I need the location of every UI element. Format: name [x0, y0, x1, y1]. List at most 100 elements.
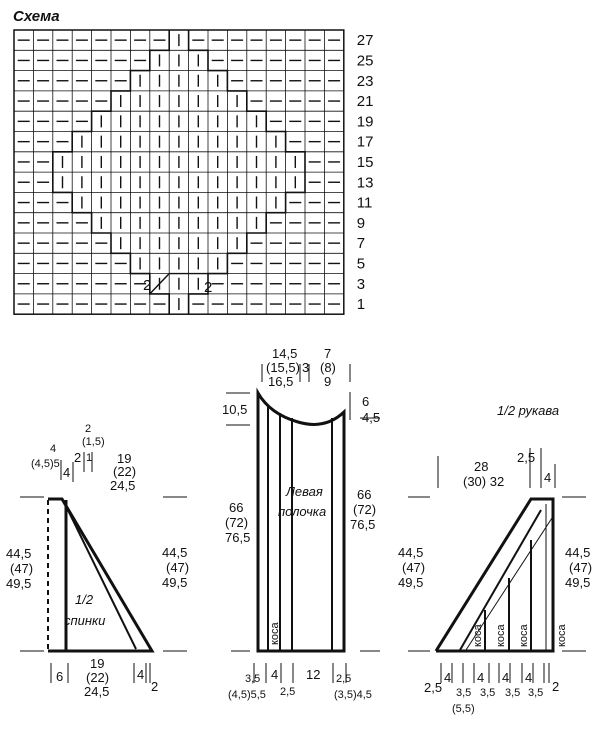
chart-row-label: 9: [357, 215, 365, 232]
sleeve-bottom-dim-i: 3,5: [528, 687, 543, 699]
sleeve-title: 1/2 рукава: [497, 403, 559, 418]
sleeve-kosa-1: коса: [472, 623, 484, 647]
chart-row-label: 23: [357, 73, 374, 90]
back-top-dim-c3: 1: [86, 452, 92, 464]
chart-cross-label-left: 2: [143, 277, 151, 294]
back-label-fraction: 1/2: [75, 592, 94, 607]
sleeve-top-dim-b1: 2,5: [517, 450, 535, 465]
front-right-height-1: 66: [357, 487, 371, 502]
front-left-neck-dim: 10,5: [222, 402, 247, 417]
front-top-dim-c3: 9: [324, 374, 331, 389]
back-bottom-dim-a: 6: [56, 669, 63, 684]
back-right-height-3: 49,5: [162, 575, 187, 590]
front-top-dim-a2: (15,5): [266, 360, 300, 375]
front-top-dim-a1: 14,5: [272, 346, 297, 361]
front-right-height-3: 76,5: [350, 517, 375, 532]
diamond-outline: [187, 30, 306, 315]
back-left-height-3: 49,5: [6, 576, 31, 591]
front-left-height-1: 66: [229, 500, 243, 515]
chart-title: Схема: [13, 8, 60, 25]
back-bottom-dim-b3: 24,5: [84, 684, 109, 699]
front-bottom-dim-b: 4: [271, 667, 278, 682]
back-right-height-2: (47): [166, 560, 189, 575]
front-kosa-label: коса: [269, 621, 281, 645]
sleeve-bottom-dim-e: 3,5: [480, 687, 495, 699]
chart-row-label: 11: [357, 195, 373, 212]
sleeve-bottom-dim-c2: (5,5): [452, 703, 475, 715]
chart-row-label: 7: [357, 235, 365, 252]
back-bottom-dim-d: 2: [151, 679, 158, 694]
chart-row-label: 19: [357, 113, 374, 130]
back-top-dim-b: 2: [74, 450, 81, 465]
sleeve-top-dim-b2: 4: [544, 470, 551, 485]
front-bottom-dim-e2: (3,5)4,5: [334, 689, 372, 701]
sleeve-right-height-1: 44,5: [565, 545, 590, 560]
sleeve-bottom-dim-h: 4: [525, 670, 532, 685]
back-top-dim-c1: 2: [85, 423, 91, 435]
back-left-height-1: 44,5: [6, 546, 31, 561]
chart-row-label: 27: [357, 32, 374, 49]
front-label-1: Левая: [285, 484, 323, 499]
sleeve-bottom-dim-g: 3,5: [505, 687, 520, 699]
back-top-dim-c2: (1,5): [82, 436, 105, 448]
back-top-dim-d: 4: [63, 465, 70, 480]
front-left-height-2: (72): [225, 515, 248, 530]
chart-row-label: 17: [357, 134, 374, 151]
sleeve-kosa-4: коса: [556, 623, 568, 647]
chart-cross-label-right: 2: [204, 279, 212, 296]
sleeve-bottom-dim-f: 4: [502, 670, 509, 685]
sleeve-top-dim-a1: 28: [474, 459, 488, 474]
sleeve-kosa-2: коса: [495, 623, 507, 647]
chart-row-label: 21: [357, 93, 374, 110]
sleeve-left-height-1: 44,5: [398, 545, 423, 560]
back-schematic: [20, 452, 187, 683]
front-top-dim-c1: 7: [324, 346, 331, 361]
cross-stitch-line: [149, 272, 208, 295]
chart-row-label: 1: [357, 296, 365, 313]
front-bottom-dim-e1: 2,5: [336, 673, 351, 685]
back-right-height-1: 44,5: [162, 545, 187, 560]
back-label-name: спинки: [64, 613, 105, 628]
front-top-dim-a3: 16,5: [268, 374, 293, 389]
front-bottom-dim-d: 12: [306, 667, 320, 682]
sleeve-right-height-2: (47): [569, 560, 592, 575]
chart-row-label: 25: [357, 52, 374, 69]
back-left-height-2: (47): [10, 561, 33, 576]
sleeve-kosa-3: коса: [518, 623, 530, 647]
front-bottom-dim-a1: 3,5: [245, 673, 260, 685]
front-bottom-dim-c: 2,5: [280, 686, 295, 698]
chart-row-labels: 27 25 23 21 19 17 15 13 11 9 7 5 3 1: [357, 32, 374, 313]
front-bottom-dim-a2: (4,5)5,5: [228, 689, 266, 701]
front-label-2: полочка: [278, 504, 326, 519]
back-bottom-dim-b1: 19: [90, 656, 104, 671]
diamond-outline: [52, 30, 170, 315]
front-schematic: [226, 364, 380, 683]
chart-row-label: 13: [357, 174, 374, 191]
chart-row-label: 3: [357, 276, 365, 293]
sleeve-schematic: [408, 448, 586, 683]
back-top-dim-a2: (4,5)5: [31, 458, 60, 470]
stitch-chart-grid: [13, 29, 345, 315]
sleeve-bottom-dim-j: 2: [552, 679, 559, 694]
back-top-dim-e1: 19: [117, 451, 131, 466]
front-top-dim-c2: (8): [320, 360, 336, 375]
sleeve-bottom-dim-b: 4: [444, 670, 451, 685]
back-top-dim-a1: 4: [50, 443, 56, 455]
back-bottom-dim-c: 4: [137, 667, 144, 682]
back-top-dim-e2: (22): [113, 464, 136, 479]
sleeve-top-dim-a2: (30) 32: [463, 474, 504, 489]
sleeve-left-height-2: (47): [402, 560, 425, 575]
sleeve-bottom-dim-d: 4: [477, 670, 484, 685]
front-right-neck-dim-1: 6: [362, 394, 369, 409]
chart-row-label: 15: [357, 154, 374, 171]
front-right-neck-dim-2: 4,5: [362, 410, 380, 425]
sleeve-bottom-dim-a: 2,5: [424, 680, 442, 695]
front-top-dim-b: 3: [302, 360, 309, 375]
sleeve-left-height-3: 49,5: [398, 575, 423, 590]
sleeve-bottom-dim-c1: 3,5: [456, 687, 471, 699]
chart-row-label: 5: [357, 255, 365, 272]
front-right-height-2: (72): [353, 502, 376, 517]
back-top-dim-e3: 24,5: [110, 478, 135, 493]
front-left-height-3: 76,5: [225, 530, 250, 545]
